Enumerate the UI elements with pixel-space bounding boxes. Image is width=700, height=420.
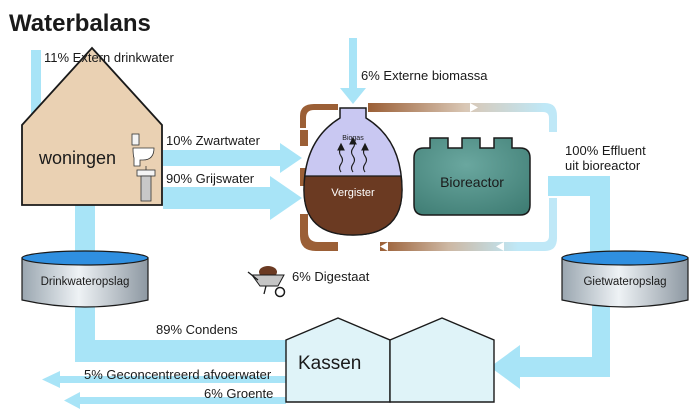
house-shape <box>21 46 163 206</box>
flow-effluent <box>548 176 610 255</box>
loop-bottom-bar <box>380 242 518 251</box>
loop-top-bar <box>368 103 545 112</box>
loop-right-bottom <box>518 228 557 251</box>
water-flows <box>22 38 610 409</box>
toilet-icon <box>131 133 155 167</box>
loop-top <box>300 104 338 128</box>
processing-loop <box>300 103 557 251</box>
wheelbarrow-icon <box>247 266 286 298</box>
loop-left-bottom <box>300 214 338 251</box>
label-grijswater: 90% Grijswater <box>166 171 255 186</box>
loop-right <box>549 198 557 228</box>
vergister: Biogas Vergister <box>303 107 403 236</box>
label-externe-biomassa: 6% Externe biomassa <box>361 68 488 83</box>
flow-afvoerwater <box>42 371 286 388</box>
washbasin-icon <box>136 166 156 202</box>
label-effluent-line2: uit bioreactor <box>565 158 641 173</box>
bioreactor: Bioreactor <box>413 137 531 216</box>
woningen-label: woningen <box>38 148 116 168</box>
label-condens: 89% Condens <box>156 322 238 337</box>
flow-externe-biomassa <box>340 38 366 104</box>
flow-condens <box>75 302 286 362</box>
greenhouse-right <box>389 317 495 403</box>
loop-right-top <box>543 103 557 132</box>
woningen-house: woningen <box>21 46 163 206</box>
drinkwateropslag-label: Drinkwateropslag <box>41 276 130 288</box>
flow-grijswater <box>163 176 302 220</box>
vergister-liquid <box>303 175 403 236</box>
gietwateropslag-label: Gietwateropslag <box>583 276 666 288</box>
label-zwartwater: 10% Zwartwater <box>166 133 261 148</box>
kassen-greenhouse: Kassen <box>285 317 495 403</box>
flow-gietwater <box>490 305 610 389</box>
label-groente: 6% Groente <box>204 386 273 401</box>
bioreactor-label: Bioreactor <box>440 174 504 190</box>
label-digestaat: 6% Digestaat <box>292 269 370 284</box>
bioreactor-body <box>413 137 531 216</box>
biogas-bubbles-icon <box>337 136 369 173</box>
page-title: Waterbalans <box>9 10 151 37</box>
loop-left-mid <box>300 130 308 146</box>
label-effluent-line1: 100% Effluent <box>565 143 646 158</box>
gietwateropslag-tank: Gietwateropslag <box>561 250 689 308</box>
label-afvoerwater: 5% Geconcentreerd afvoerwater <box>84 367 272 382</box>
flow-drinkwater-up <box>75 205 95 258</box>
flow-labels: Waterbalans 11% Extern drinkwater 6% Ext… <box>9 10 646 401</box>
flow-zwartwater <box>163 143 302 173</box>
flow-groente <box>64 392 286 409</box>
label-extern-drinkwater: 11% Extern drinkwater <box>44 50 174 65</box>
drinkwateropslag-tank: Drinkwateropslag <box>21 250 149 308</box>
vergister-label: Vergister <box>331 187 375 199</box>
kassen-label: Kassen <box>298 353 361 374</box>
flow-extern-drinkwater <box>22 50 50 158</box>
